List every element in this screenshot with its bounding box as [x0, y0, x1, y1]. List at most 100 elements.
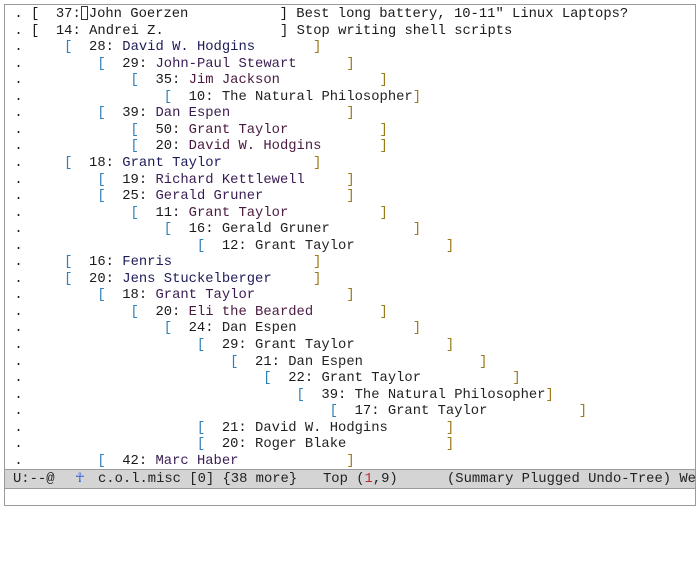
author-name: David W. Hodgins — [188, 138, 322, 155]
summary-line[interactable]: . [ 19: Richard Kettlewell ] — [14, 171, 355, 188]
author-name: Dan Espen — [221, 320, 297, 337]
author-name: The Natural Philosopher — [354, 386, 546, 403]
article-mark: . — [14, 188, 23, 205]
article-mark: . — [14, 72, 23, 89]
summary-line[interactable]: . [ 16: Fenris ] — [14, 254, 322, 271]
article-mark: . — [14, 171, 23, 188]
summary-line[interactable]: . [ 21: David W. Hodgins ] — [14, 419, 455, 436]
open-bracket: [ — [329, 403, 338, 420]
open-bracket: [ — [230, 353, 239, 370]
article-mark: . — [14, 254, 23, 271]
open-bracket: [ — [30, 22, 40, 39]
echo-area — [5, 489, 695, 504]
open-bracket: [ — [97, 188, 106, 205]
summary-line[interactable]: . [ 17: Grant Taylor ] — [14, 403, 588, 420]
line-count: 11 — [155, 204, 173, 221]
close-bracket: ] — [279, 6, 288, 22]
close-bracket: ] — [512, 370, 521, 387]
gnus-plugged-icon[interactable]: ☥ — [75, 471, 85, 486]
open-bracket: [ — [196, 419, 206, 436]
article-mark: . — [14, 88, 23, 105]
close-bracket: ] — [379, 121, 388, 138]
summary-line[interactable]: . [ 29: Grant Taylor ] — [14, 337, 455, 353]
summary-line[interactable]: . [ 21: Dan Espen ] — [14, 353, 488, 370]
open-bracket: [ — [296, 386, 305, 403]
summary-line[interactable]: . [ 39: The Natural Philosopher] — [14, 386, 554, 403]
line-count: 10 — [188, 88, 206, 105]
author-name: Gerald Gruner — [155, 188, 264, 205]
open-bracket: [ — [130, 72, 139, 89]
close-bracket: ] — [313, 39, 322, 56]
summary-line[interactable]: . [ 10: The Natural Philosopher] — [14, 88, 422, 105]
author-name: Andrei Z. — [89, 22, 164, 39]
summary-line[interactable]: . [ 22: Grant Taylor ] — [14, 370, 521, 387]
summary-line[interactable]: . [ 12: Grant Taylor ] — [14, 237, 455, 254]
close-bracket: ] — [578, 403, 588, 420]
summary-line[interactable]: . [ 29: John-Paul Stewart ] — [14, 55, 355, 72]
buffer-status: U:--@ — [13, 471, 55, 487]
author-name: Grant Taylor — [321, 370, 422, 387]
summary-line[interactable]: . [ 14: Andrei Z. ] Stop writing shell s… — [14, 22, 513, 39]
author-name: Grant Taylor — [255, 337, 355, 353]
open-bracket: [ — [196, 337, 206, 353]
line-count: 50 — [155, 121, 173, 138]
summary-line[interactable]: . [ 35: Jim Jackson ] — [14, 72, 388, 89]
close-bracket: ] — [445, 237, 455, 254]
summary-line[interactable]: . [ 28: David W. Hodgins ] — [14, 39, 322, 56]
major-minor-modes[interactable]: (Summary Plugged Undo-Tree) We — [447, 471, 696, 487]
open-bracket: [ — [130, 204, 139, 221]
article-mark: . — [14, 204, 23, 221]
summary-line[interactable]: . [ 50: Grant Taylor ] — [14, 121, 388, 138]
author-name: David W. Hodgins — [122, 39, 256, 56]
article-mark: . — [14, 270, 23, 287]
line-count: 22 — [288, 370, 305, 387]
gnus-summary-buffer[interactable]: . [ 37:John Goerzen ] Best long battery,… — [6, 6, 694, 468]
article-mark: . — [14, 55, 23, 72]
close-bracket: ] — [379, 138, 388, 155]
line-count: 16 — [188, 221, 206, 238]
summary-line[interactable]: . [ 42: Marc Haber ] — [14, 452, 355, 468]
author-name: Dan Espen — [288, 353, 363, 370]
author-name: Grant Taylor — [155, 287, 256, 304]
close-bracket: ] — [412, 88, 422, 105]
summary-line[interactable]: . [ 24: Dan Espen ] — [14, 320, 422, 337]
article-mark: . — [14, 121, 23, 138]
close-bracket: ] — [479, 353, 488, 370]
summary-line[interactable]: . [ 16: Gerald Gruner ] — [14, 221, 422, 238]
close-bracket: ] — [412, 320, 422, 337]
article-mark: . — [14, 452, 23, 468]
summary-line[interactable]: . [ 20: Roger Blake ] — [14, 436, 455, 453]
close-bracket: ] — [379, 72, 388, 89]
open-bracket: [ — [97, 452, 106, 468]
article-mark: . — [14, 353, 23, 370]
summary-line[interactable]: . [ 11: Grant Taylor ] — [14, 204, 388, 221]
summary-line[interactable]: . [ 20: Jens Stuckelberger ] — [14, 270, 322, 287]
line-count: 20 — [221, 436, 239, 453]
line-count: 12 — [221, 237, 239, 254]
author-name: Grant Taylor — [387, 403, 488, 420]
cursor — [81, 6, 89, 20]
summary-line[interactable]: . [ 39: Dan Espen ] — [14, 105, 355, 122]
line-count: 39 — [122, 105, 139, 122]
summary-line[interactable]: . [ 20: Eli the Bearded ] — [14, 303, 388, 320]
summary-line[interactable]: . [ 18: Grant Taylor ] — [14, 287, 355, 304]
author-name: David W. Hodgins — [255, 419, 388, 436]
line-count: 35 — [155, 72, 173, 89]
line-count: 18 — [89, 154, 106, 171]
article-mark: . — [14, 403, 23, 420]
article-mark: . — [14, 221, 23, 238]
line-count: 17 — [354, 403, 372, 420]
close-bracket: ] — [445, 337, 455, 353]
close-bracket: ] — [313, 154, 322, 171]
summary-line[interactable]: . [ 20: David W. Hodgins ] — [14, 138, 388, 155]
line-count: 25 — [122, 188, 139, 205]
summary-line[interactable]: . [ 18: Grant Taylor ] — [14, 154, 322, 171]
open-bracket: [ — [163, 88, 173, 105]
subject: Stop writing shell scripts — [296, 22, 513, 39]
summary-line[interactable]: . [ 25: Gerald Gruner ] — [14, 188, 355, 205]
summary-line[interactable]: . [ 37:John Goerzen ] Best long battery,… — [14, 6, 629, 22]
group-name[interactable]: c.o.l.misc [0] {38 more} — [98, 471, 298, 487]
open-bracket: [ — [64, 154, 73, 171]
article-mark: . — [14, 303, 23, 320]
line-count: 39 — [321, 386, 338, 403]
